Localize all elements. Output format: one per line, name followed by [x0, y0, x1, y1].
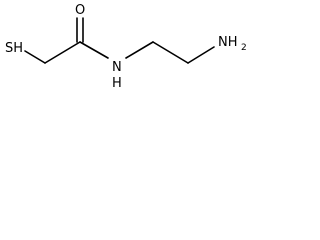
bond-n-ch2	[125, 41, 154, 59]
amide-hydrogen-label: H	[112, 76, 122, 88]
chemical-structure-diagram: SH O N H NH 2	[5, 3, 247, 88]
bond-ch2-nh2	[187, 46, 215, 64]
bond-s-ch2	[24, 50, 46, 64]
bond-ch2-carbonyl	[44, 41, 81, 64]
amide-nitrogen-label: N	[112, 60, 122, 75]
bond-ch2-ch2	[152, 41, 189, 64]
thiol-label: SH	[5, 41, 23, 56]
oxygen-label: O	[75, 3, 85, 18]
amine-label: NH	[218, 35, 238, 50]
bond-carbonyl-n	[79, 41, 109, 59]
amine-subscript: 2	[241, 43, 247, 53]
bond-group	[24, 17, 215, 64]
